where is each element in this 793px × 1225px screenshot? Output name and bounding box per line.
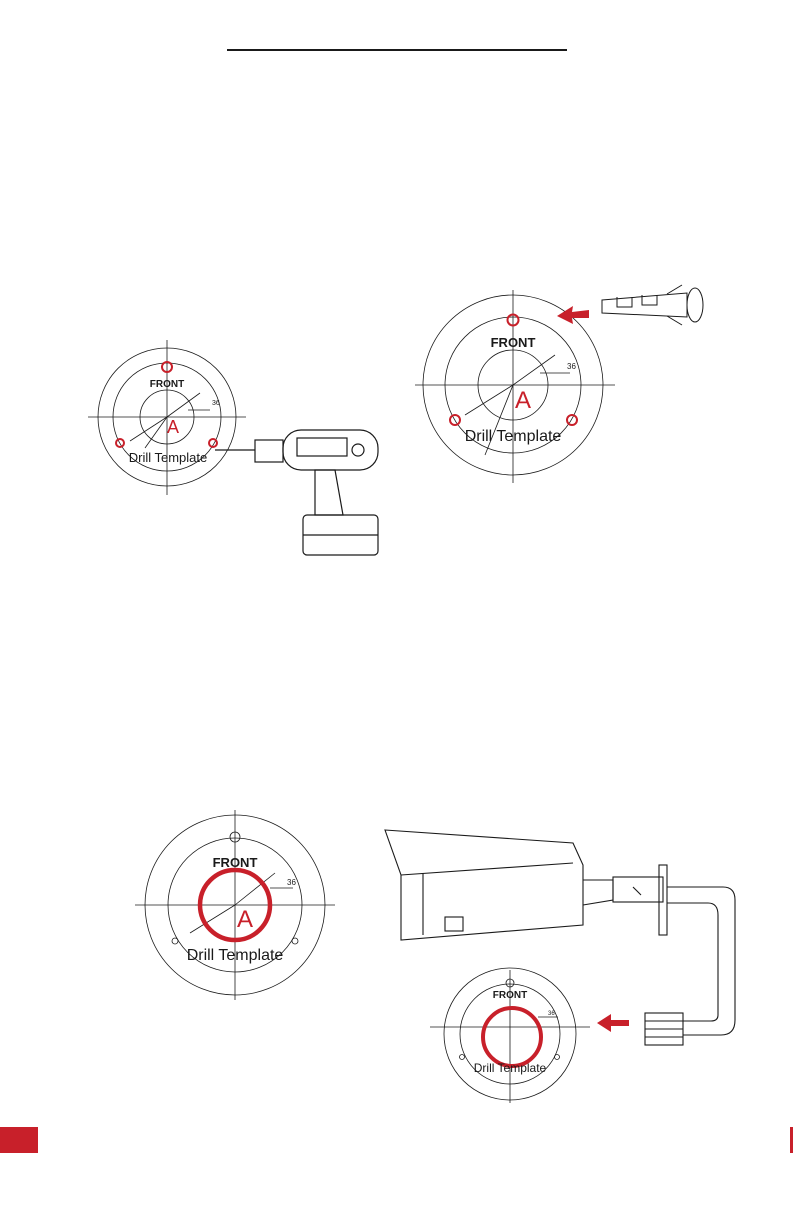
- center-letter: A: [167, 417, 179, 437]
- dimension-label: 36: [567, 362, 576, 371]
- dimension-label: 36: [548, 1011, 555, 1017]
- power-drill-icon: [215, 420, 385, 560]
- front-label: FRONT: [150, 379, 184, 390]
- red-arrow-icon: [555, 302, 591, 326]
- dimension-label: 36: [212, 400, 220, 407]
- front-label: FRONT: [493, 990, 527, 1001]
- wall-anchor-icon: [597, 275, 712, 335]
- dimension-label: 36: [287, 878, 296, 887]
- drill-template-step3: FRONT A Drill Template 36: [135, 805, 340, 1000]
- drill-template-step4: FRONT Drill Template 36: [430, 965, 595, 1105]
- front-label: FRONT: [213, 855, 258, 870]
- center-letter: A: [515, 387, 531, 414]
- center-letter: A: [237, 906, 253, 933]
- template-title: Drill Template: [465, 428, 562, 445]
- page-tab-marker: [0, 1127, 38, 1153]
- template-title: Drill Template: [187, 947, 284, 964]
- template-title: Drill Template: [474, 1061, 547, 1075]
- front-label: FRONT: [491, 335, 536, 350]
- red-arrow-icon: [595, 1012, 631, 1034]
- header-rule: [227, 49, 567, 51]
- template-title: Drill Template: [129, 450, 208, 465]
